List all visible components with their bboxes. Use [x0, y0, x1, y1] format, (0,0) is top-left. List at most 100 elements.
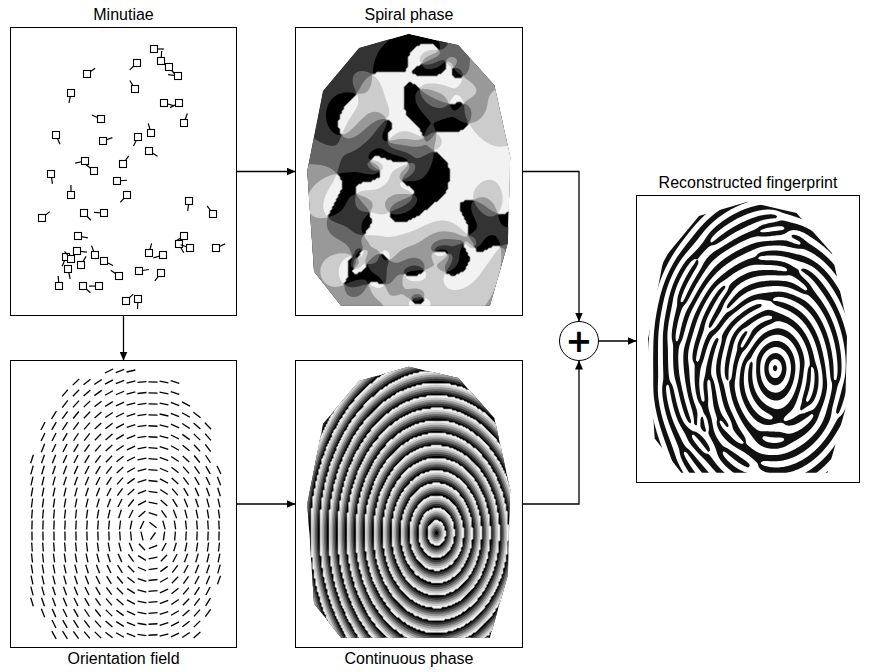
orientation-tick	[172, 478, 179, 484]
minutia-square	[181, 233, 188, 240]
orientation-tick	[85, 477, 88, 485]
orientation-tick	[119, 532, 121, 541]
orientation-tick	[31, 455, 34, 464]
orientation-tick	[106, 610, 112, 616]
orientation-tick	[53, 543, 55, 552]
minutia-mark	[130, 80, 139, 92]
orientation-tick	[42, 466, 45, 475]
orientation-tick	[95, 598, 100, 605]
orientation-tick	[64, 510, 66, 519]
orientation-tick	[149, 557, 158, 559]
orientation-tick	[127, 403, 136, 405]
orientation-tick	[53, 532, 54, 541]
minutia-mark	[101, 258, 113, 266]
minutia-mark	[100, 138, 113, 145]
orientation-tick	[160, 457, 168, 460]
minutia-mark	[114, 178, 127, 185]
orientation-tick	[160, 425, 169, 427]
orientation-tick	[196, 554, 198, 563]
orientation-tick	[118, 554, 122, 562]
orientation-tick	[31, 477, 33, 486]
orientation-tick	[116, 633, 124, 637]
orientation-tick	[160, 612, 169, 615]
orientation-tick	[127, 633, 135, 636]
orientation-tick	[42, 532, 43, 541]
orientation-tick	[118, 565, 123, 573]
orientation-tick	[207, 532, 209, 541]
orientation-tick	[171, 392, 180, 395]
orientation-tick	[196, 543, 197, 552]
orientation-tick	[86, 521, 88, 530]
minutia-mark	[186, 198, 193, 211]
minutia-mark	[158, 51, 165, 64]
orientation-tick	[182, 424, 190, 429]
orientation-set	[31, 369, 221, 639]
minutia-square	[123, 298, 130, 305]
orientation-tick	[129, 510, 133, 518]
orientation-tick	[138, 469, 147, 471]
orientation-tick	[127, 577, 134, 583]
phase-band	[296, 28, 521, 314]
phase-band	[307, 44, 522, 314]
orientation-tick	[53, 587, 56, 596]
orientation-tick	[127, 457, 135, 461]
orientation-tick	[173, 510, 176, 518]
orientation-tick	[41, 422, 45, 430]
orientation-tick	[95, 632, 101, 638]
orientation-tick	[97, 543, 98, 552]
orientation-tick	[127, 600, 135, 604]
orientation-tick	[184, 499, 188, 507]
orientation-tick	[127, 425, 136, 428]
minutia-mark	[123, 294, 134, 304]
minutia-mark	[170, 100, 182, 108]
orientation-tick	[171, 424, 179, 428]
minutia-mark	[136, 268, 149, 275]
orientation-tick	[185, 532, 187, 541]
orientation-tick	[52, 444, 56, 452]
orientation-tick	[160, 414, 169, 416]
orientation-tick	[84, 401, 91, 407]
orientation-tick	[108, 543, 110, 552]
orientation-tick	[119, 510, 122, 519]
orientation-tick	[128, 566, 134, 572]
minutia-mark	[89, 283, 102, 290]
orientation-tick	[63, 631, 68, 639]
orientation-tick	[105, 632, 112, 638]
orientation-tick	[184, 554, 187, 562]
orientation-tick	[138, 556, 146, 561]
orientation-tick	[217, 466, 221, 474]
orientation-tick	[149, 612, 158, 614]
orientation-tick	[138, 634, 147, 635]
orientation-tick	[194, 445, 200, 452]
orientation-tick	[53, 554, 54, 563]
orientation-tick	[97, 532, 99, 541]
minutia-mark	[74, 248, 87, 255]
image-panel: Spiral phase	[295, 27, 523, 316]
orientation-tick	[52, 620, 56, 628]
orientation-tick	[85, 576, 88, 584]
phase-band	[296, 28, 521, 314]
minutia-mark	[181, 245, 194, 252]
orientation-tick	[218, 488, 221, 497]
minutia-mark	[153, 252, 166, 259]
orientation-tick	[138, 425, 147, 426]
orientation-tick	[172, 577, 178, 583]
orientation-tick	[117, 467, 124, 473]
orientation-tick	[63, 598, 67, 606]
minutia-square	[146, 148, 153, 155]
orientation-tick	[117, 488, 122, 495]
minutia-square	[92, 252, 99, 259]
orientation-tick	[195, 576, 199, 584]
orientation-tick	[106, 456, 112, 463]
orientation-tick	[75, 510, 76, 519]
orientation-tick	[194, 434, 201, 440]
orientation-tick	[52, 631, 56, 639]
orientation-tick	[97, 510, 99, 519]
orientation-tick	[184, 488, 189, 496]
orientation-tick	[41, 609, 44, 617]
orientation-tick	[149, 513, 158, 516]
orientation-tick	[194, 423, 201, 429]
orientation-tick	[218, 554, 220, 563]
orientation-tick	[128, 554, 133, 561]
orientation-tick	[42, 565, 44, 574]
